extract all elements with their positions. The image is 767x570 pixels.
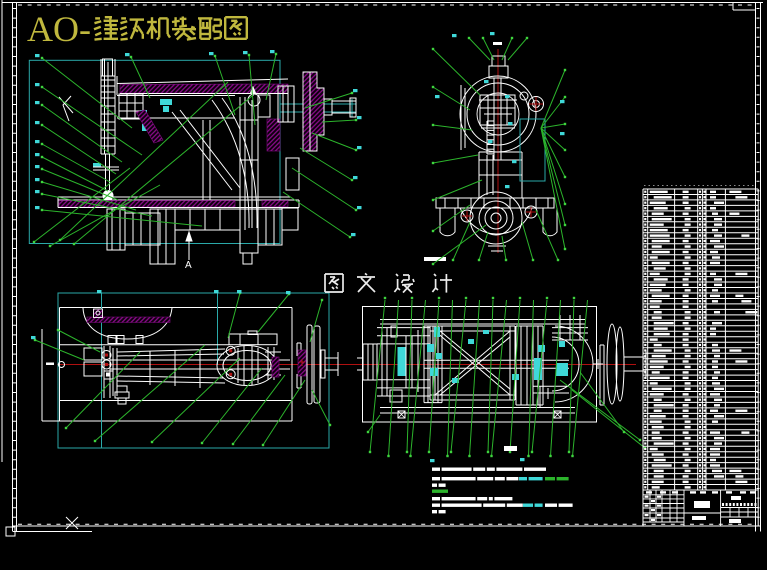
svg-text:AO-: AO- (27, 9, 91, 49)
svg-text:A: A (185, 260, 192, 271)
